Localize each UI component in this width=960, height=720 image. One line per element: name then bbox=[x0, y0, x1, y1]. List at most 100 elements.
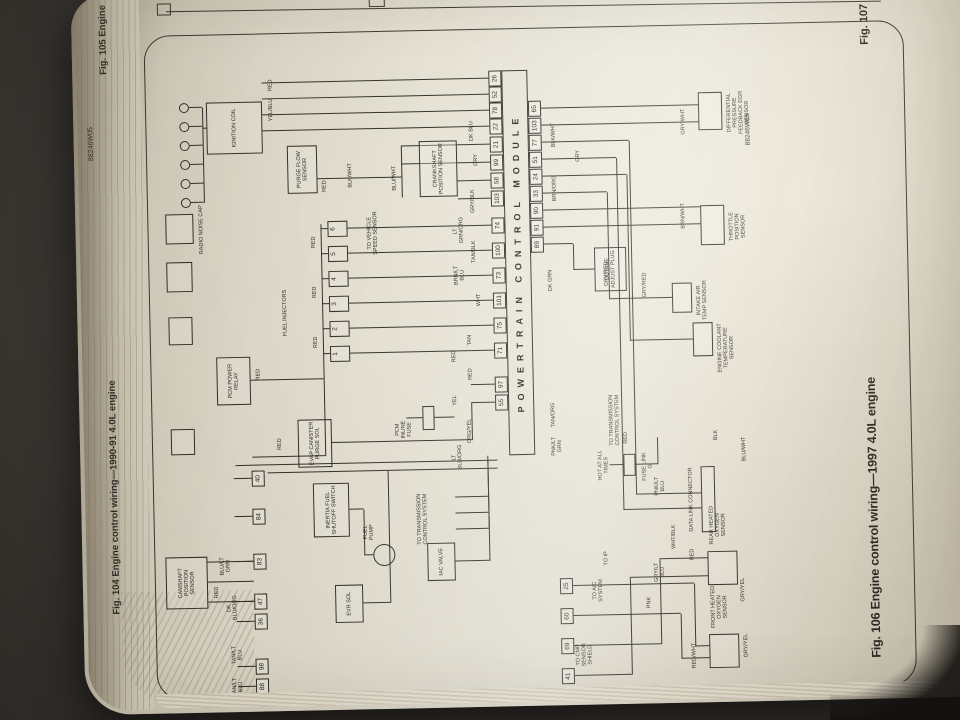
wire-color-label: BRN/WHT bbox=[680, 202, 687, 229]
component-box bbox=[692, 322, 714, 357]
pcm-pin: 77 bbox=[528, 134, 542, 151]
wire bbox=[349, 508, 364, 510]
wire-color-label: DK BLU bbox=[468, 121, 475, 142]
wire-color-label: BLK bbox=[712, 429, 720, 441]
wire-color-label: YEL/BLU bbox=[267, 98, 275, 122]
wire bbox=[457, 179, 491, 182]
wire-color-label: PNK/LT BLU bbox=[653, 476, 667, 496]
wire-color-label: PNK/LT GRN bbox=[550, 436, 564, 456]
figure-caption: Fig. 106 Engine control wiring—1997 4.0L… bbox=[863, 376, 884, 658]
wire bbox=[322, 328, 330, 330]
wire bbox=[455, 527, 489, 530]
wire bbox=[349, 324, 494, 329]
wire bbox=[201, 107, 205, 203]
wire-color-label: PNK bbox=[646, 596, 653, 609]
previous-figure-caption-104: Fig. 104 Engine control wiring—1990-91 4… bbox=[106, 380, 123, 615]
wire bbox=[190, 163, 204, 165]
wire bbox=[387, 470, 392, 603]
component-box bbox=[709, 633, 740, 669]
wire bbox=[320, 228, 328, 230]
wire bbox=[609, 463, 624, 466]
next-figure-label: Fig. 107 bbox=[857, 3, 871, 45]
wire-color-label: DATA LINK CONNECTOR bbox=[687, 467, 695, 532]
fuel-injector-box: 2 bbox=[329, 320, 350, 338]
component-box bbox=[165, 213, 194, 245]
wire bbox=[680, 613, 683, 659]
pcm-pin: 100 bbox=[491, 242, 506, 259]
wire bbox=[189, 144, 203, 146]
pcm-pin: 65 bbox=[527, 100, 542, 117]
wire-color-label: DIFFERENTIAL PRESSURE FEEDBACK EGR SENSO… bbox=[725, 90, 751, 134]
wire-color-label: GRY/BLK bbox=[469, 189, 477, 214]
fuel-injector-box: 6 bbox=[327, 220, 348, 238]
wire-color-label: BRN/ORG bbox=[551, 175, 558, 202]
pcm-pin: 58 bbox=[490, 172, 504, 189]
wire bbox=[573, 268, 595, 270]
wire bbox=[543, 223, 701, 228]
coil-terminal-icon bbox=[180, 178, 191, 190]
wire bbox=[267, 467, 498, 474]
pcm-pin: 21 bbox=[489, 136, 503, 153]
previous-figure-fragment bbox=[368, 0, 385, 8]
wire-color-label: RED bbox=[689, 548, 696, 561]
wire-color-label: FUEL INJECTORS bbox=[281, 289, 289, 337]
component-box: IGNITION COIL bbox=[205, 101, 263, 155]
fuel-injector-box: 5 bbox=[327, 245, 349, 263]
pcm-pin: 78 bbox=[488, 102, 503, 119]
component-box: PURGE FLOW SENSOR bbox=[286, 145, 318, 194]
pcm-pin: 71 bbox=[493, 342, 508, 359]
wire bbox=[406, 417, 423, 419]
wire bbox=[470, 383, 495, 386]
coil-terminal-icon bbox=[179, 140, 190, 152]
wire-color-label: TAN bbox=[466, 334, 473, 346]
wire-color-label: DK BLU/ORG bbox=[226, 595, 239, 621]
wire bbox=[629, 338, 693, 341]
wire-color-label: BLK/WHT bbox=[347, 163, 354, 188]
wire-color-label: RED bbox=[213, 586, 221, 599]
wire bbox=[321, 253, 329, 255]
wire-color-label: GRY bbox=[574, 149, 582, 162]
wire bbox=[236, 620, 255, 623]
pcm-pin: 24 bbox=[529, 168, 543, 185]
wire bbox=[233, 477, 252, 480]
pcm-pin: 91 bbox=[530, 219, 544, 236]
pcm-pin: 90 bbox=[530, 202, 544, 219]
pcm-pin: 103 bbox=[490, 190, 505, 207]
pcm-pin: 89 bbox=[530, 236, 545, 253]
wire-color-label: WHT/BLK bbox=[670, 524, 678, 549]
wire bbox=[455, 495, 489, 498]
coil-terminal-icon bbox=[178, 102, 190, 114]
coil-terminal-icon bbox=[373, 543, 396, 567]
wire-color-label: RED bbox=[321, 180, 328, 193]
pcm-pin: 26 bbox=[488, 70, 502, 87]
wire bbox=[629, 577, 633, 675]
coil-terminal-icon bbox=[179, 121, 190, 133]
book-page: Fig. 105 Engine 88246W05 Fig. 104 Engine… bbox=[70, 0, 960, 716]
wire-color-label: GRY/YEL bbox=[739, 577, 747, 602]
wire bbox=[250, 378, 324, 381]
wire-color-label: TAN/ORG bbox=[550, 402, 557, 428]
wire-color-label: GRY/WHT bbox=[680, 108, 687, 135]
fuel-injector-box: 1 bbox=[329, 345, 351, 363]
pcm-pin: 52 bbox=[488, 86, 502, 103]
wire-color-label: HOT AT ALL TIMES bbox=[597, 450, 610, 481]
wire-color-label: YEL bbox=[452, 395, 459, 406]
component-box bbox=[166, 261, 193, 293]
wire-color-label: LT GRN/ORG bbox=[452, 216, 465, 244]
previous-figure-border bbox=[165, 0, 881, 13]
wire-color-label: LT BLU/ORG bbox=[451, 444, 464, 470]
pcm-pin: 103 bbox=[528, 117, 542, 134]
component-box bbox=[168, 316, 193, 346]
wire-color-label: TO A/C SYSTEM bbox=[591, 579, 605, 602]
wire bbox=[659, 557, 708, 560]
wire-color-label: TAN/LT BLU bbox=[231, 646, 244, 665]
wire-color-label: RED bbox=[255, 368, 262, 381]
wire-color-label: BRN/LT BLU bbox=[453, 265, 466, 286]
wire-color-label: RED bbox=[451, 350, 458, 363]
wire-color-label: GRY/RED bbox=[641, 272, 649, 298]
component-box bbox=[623, 453, 636, 476]
diagram-canvas: Fig. 106 Engine control wiring—1997 4.0L… bbox=[148, 4, 917, 708]
component-box: INERTIA FUEL SHUTOFF SWITCH bbox=[312, 482, 350, 538]
wire bbox=[541, 104, 698, 109]
